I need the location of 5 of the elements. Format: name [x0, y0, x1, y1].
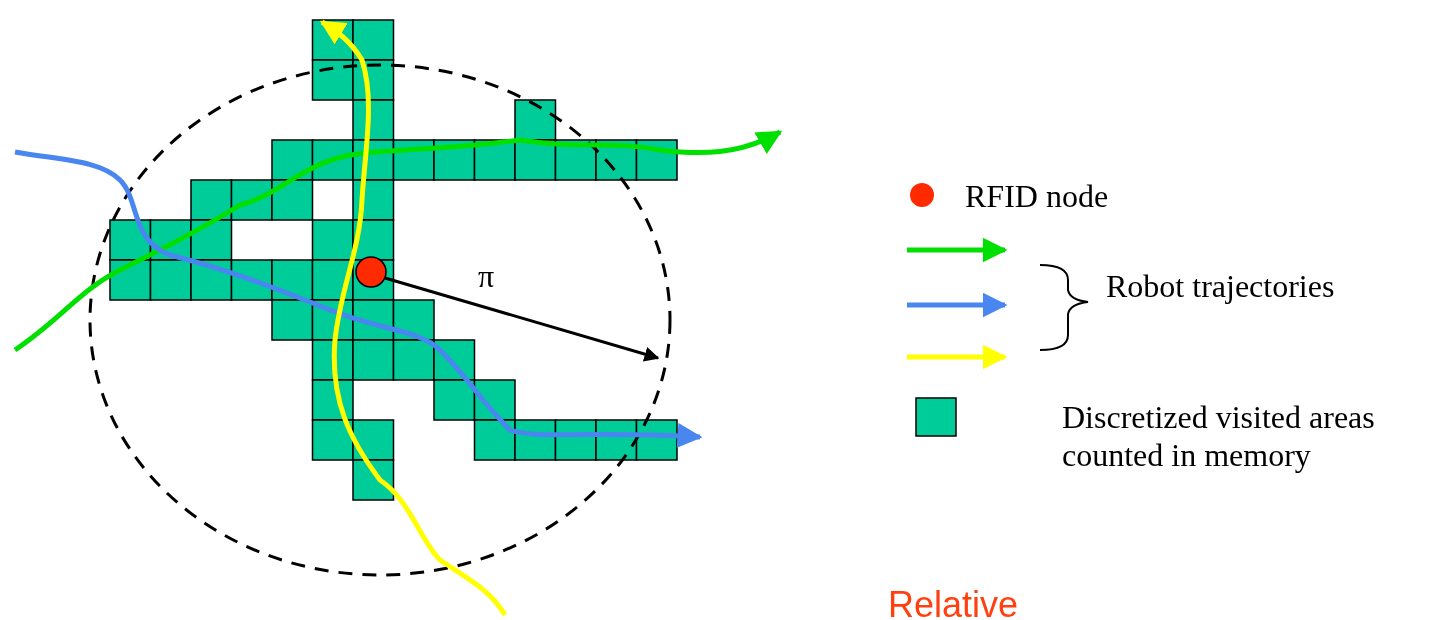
brace-label: Robot trajectories — [1106, 268, 1335, 305]
legend-label: RFID node — [965, 178, 1109, 215]
heading-text: Relative — [888, 584, 1019, 620]
legend-label: Discretized visited areas counted in memory — [1062, 398, 1376, 474]
radius-label: π — [478, 258, 495, 295]
